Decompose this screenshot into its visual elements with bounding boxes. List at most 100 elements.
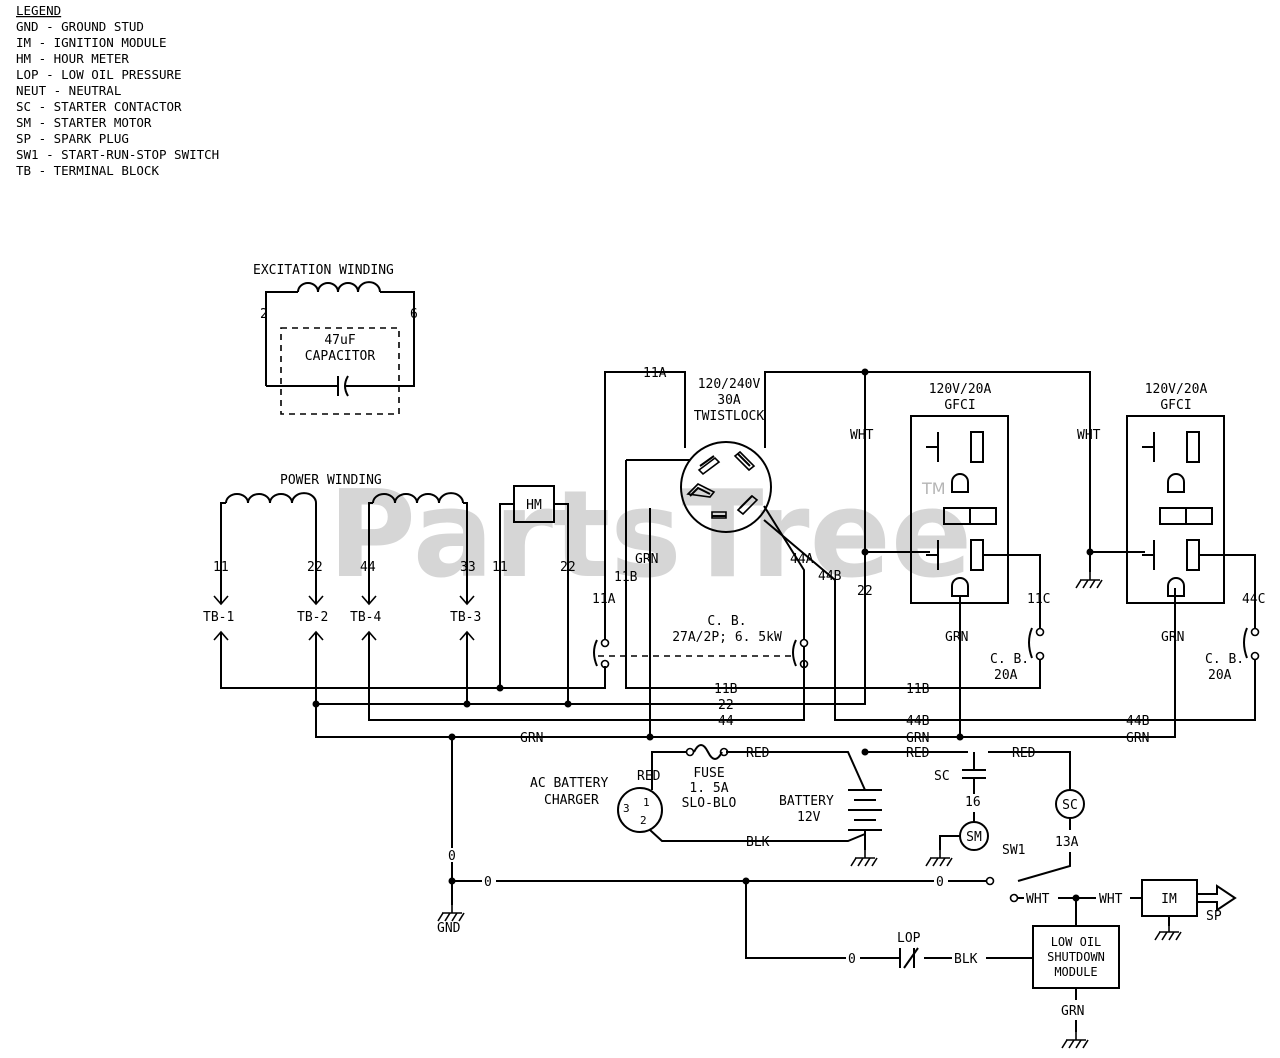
tb-4: TB-4 <box>350 610 381 625</box>
gfci-right-ground: GRN <box>1161 630 1184 645</box>
label-22-bus: 22 <box>718 698 734 713</box>
twistlock-amps: 30A <box>717 393 741 408</box>
label-zero-1: 0 <box>448 849 456 864</box>
power-coil-1 <box>225 492 317 504</box>
label-13a: 13A <box>1055 835 1079 850</box>
label-wht-3: WHT <box>1026 892 1050 907</box>
legend-item: SP - SPARK PLUG <box>16 131 129 146</box>
twistlock-receptacle: 120/240V 30A TWISTLOCK <box>680 377 772 533</box>
label-44: 44 <box>718 714 734 729</box>
spark-plug-label: SP <box>1206 909 1222 924</box>
capacitor-plate-curved <box>344 375 349 397</box>
capacitor-value: 47uF <box>324 333 355 348</box>
excitation-wires <box>265 291 415 387</box>
label-grn-bus-1: GRN <box>520 731 543 746</box>
junction-dots <box>312 368 1094 902</box>
lop-label: LOP <box>897 931 921 946</box>
legend-item: GND - GROUND STUD <box>16 19 144 34</box>
legend-item: HM - HOUR METER <box>16 51 129 66</box>
twistlock-voltage: 120/240V <box>698 377 761 392</box>
label-44b-bus: 44B <box>906 714 930 729</box>
excitation-coil <box>297 281 381 293</box>
svg-text:2: 2 <box>640 814 647 827</box>
ground-icon <box>1075 571 1103 589</box>
connector-arrows-top <box>213 595 475 606</box>
starter-contactor-label: SC <box>934 769 950 784</box>
watermark-tm: TM <box>921 479 946 498</box>
battery-cells <box>848 789 882 831</box>
lead-22: 22 <box>307 560 323 575</box>
starter-motor: SM <box>966 830 982 845</box>
lead-44: 44 <box>360 560 376 575</box>
label-red-2: RED <box>746 746 770 761</box>
gfci-left-label: GFCI <box>944 398 975 413</box>
gfci-left-rating: 120V/20A <box>929 382 992 397</box>
gfci-right-cb-rating: 20A <box>1208 668 1232 683</box>
label-22: 22 <box>857 584 873 599</box>
hour-meter: HM <box>499 485 569 704</box>
label-wht-4: WHT <box>1099 892 1123 907</box>
label-red-1: RED <box>637 769 661 784</box>
label-blk-1: BLK <box>746 835 770 850</box>
svg-text:3: 3 <box>623 802 630 815</box>
lead-11: 11 <box>213 560 229 575</box>
svg-text:1: 1 <box>643 796 650 809</box>
legend-item: SM - STARTER MOTOR <box>16 115 152 130</box>
legend-item: TB - TERMINAL BLOCK <box>16 163 159 178</box>
capacitor-box <box>280 327 400 415</box>
gfci-left: 120V/20A GFCI GRN 11C C. B. 20A <box>910 382 1050 737</box>
label-zero-4: 0 <box>848 952 856 967</box>
label-red-4: RED <box>1012 746 1036 761</box>
legend-title: LEGEND <box>16 3 61 18</box>
excitation-title: EXCITATION WINDING <box>253 263 394 278</box>
switch-label: SW1 <box>1002 843 1025 858</box>
power-winding-title: POWER WINDING <box>280 473 382 488</box>
wire-labels: 11A 11A 11B 11B 11B 22 22 44 44A 44B 44B… <box>520 366 1150 746</box>
fuse-type: SLO-BLO <box>682 796 737 811</box>
label-zero-3: 0 <box>936 875 944 890</box>
charging-circuit: 0 GND AC BATTERY CHARGER 3 1 2 RED RED F… <box>437 737 1085 936</box>
label-wht-1: WHT <box>850 428 874 443</box>
gfci-right-cb: C. B. <box>1205 652 1244 667</box>
gfci-left-cb: C. B. <box>990 652 1029 667</box>
tb-1: TB-1 <box>203 610 234 625</box>
power-winding: POWER WINDING 11 22 44 33 11 22 TB-1 TB-… <box>203 473 576 641</box>
label-wht-2: WHT <box>1077 428 1101 443</box>
fuse-rating: 1. 5A <box>689 781 728 796</box>
ignition-module: IM <box>1161 892 1177 907</box>
main-breaker-label: C. B. <box>707 614 746 629</box>
connector-arrows-bottom <box>213 630 475 641</box>
charger-label-2: CHARGER <box>544 793 599 808</box>
excitation-winding: EXCITATION WINDING 2 6 47uF CAPACITOR <box>253 263 418 415</box>
shutdown-line-3: MODULE <box>1054 965 1097 979</box>
label-zero-2: 0 <box>484 875 492 890</box>
legend-item: SC - STARTER CONTACTOR <box>16 99 182 114</box>
power-lead-left <box>220 502 317 604</box>
label-44b: 44B <box>818 569 842 584</box>
power-coil-2 <box>372 492 464 504</box>
label-11b-bus2: 11B <box>906 682 930 697</box>
label-red-3: RED <box>906 746 930 761</box>
ground-label: GND <box>437 921 461 936</box>
tb-3: TB-3 <box>450 610 481 625</box>
ignition-circuit: 0 0 WHT WHT IM SP 0 LOP BLK LOW OIL SHUT… <box>452 875 1237 1049</box>
charger-label-1: AC BATTERY <box>530 776 608 791</box>
gfci-right-label: GFCI <box>1160 398 1191 413</box>
label-grn-twistlock: GRN <box>635 552 658 567</box>
lop-switch <box>899 947 919 969</box>
bus-wires <box>220 371 1256 738</box>
gfci-right-rating: 120V/20A <box>1145 382 1208 397</box>
legend: LEGEND GND - GROUND STUD IM - IGNITION M… <box>16 3 219 178</box>
shutdown-line-1: LOW OIL <box>1051 935 1102 949</box>
lead-33: 33 <box>460 560 476 575</box>
twistlock-type: TWISTLOCK <box>694 409 765 424</box>
legend-item: LOP - LOW OIL PRESSURE <box>16 67 182 82</box>
label-grn-bus-2: GRN <box>906 731 929 746</box>
gfci-left-cb-rating: 20A <box>994 668 1018 683</box>
main-breaker-rating: 27A/2P; 6. 5kW <box>672 630 782 645</box>
charger-connector <box>617 787 663 833</box>
gfci-left-breaker-id: 11C <box>1027 592 1050 607</box>
hour-meter-label: HM <box>526 498 542 513</box>
fuse-label: FUSE <box>693 766 724 781</box>
